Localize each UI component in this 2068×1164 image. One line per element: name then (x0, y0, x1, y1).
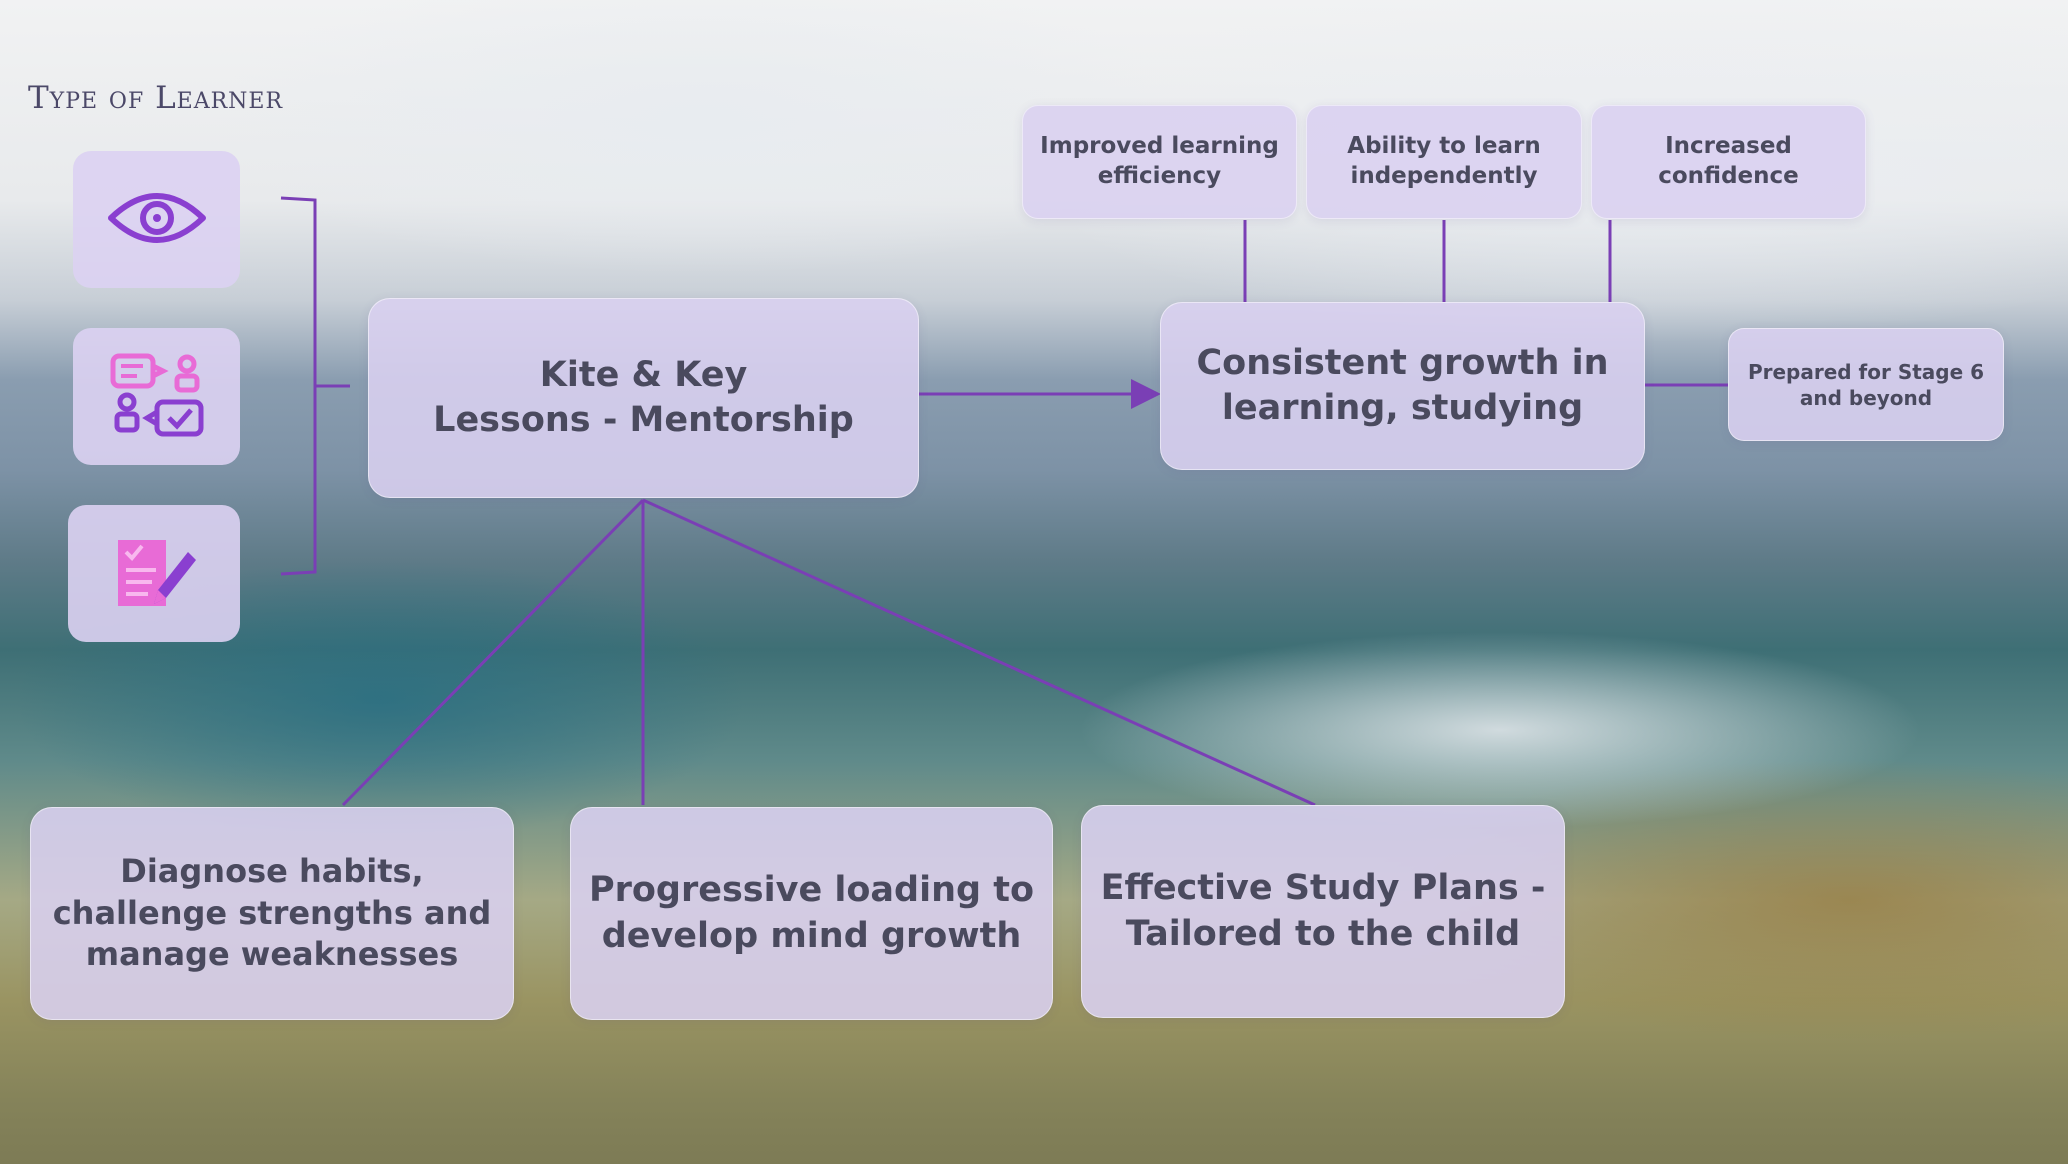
notes-pencil-icon (104, 532, 204, 616)
learner-type-visual (73, 151, 240, 288)
future-stage-box: Prepared for Stage 6 and beyond (1728, 328, 2004, 441)
growth-outcome-box: Consistent growth in learning, studying (1160, 302, 1645, 470)
learner-type-reading-writing (68, 505, 240, 642)
method-connector-1 (341, 498, 645, 807)
learner-bracket (280, 196, 350, 576)
learner-type-auditory (73, 328, 240, 465)
method-box-progressive: Progressive loading to develop mind grow… (570, 807, 1053, 1020)
benefit-box-confidence: Increased confidence (1591, 105, 1866, 219)
eye-icon (107, 188, 207, 252)
discussion-icon (107, 350, 207, 444)
center-mentorship-box: Kite & Key Lessons - Mentorship (368, 298, 919, 498)
method-connector-3 (642, 498, 1316, 807)
benefit-box-efficiency: Improved learning efficiency (1022, 105, 1297, 219)
page-title: Type of Learner (28, 80, 284, 116)
method-box-diagnose: Diagnose habits, challenge strengths and… (30, 807, 514, 1020)
method-box-study-plans: Effective Study Plans - Tailored to the … (1081, 805, 1565, 1018)
benefit-box-independence: Ability to learn independently (1306, 105, 1582, 219)
